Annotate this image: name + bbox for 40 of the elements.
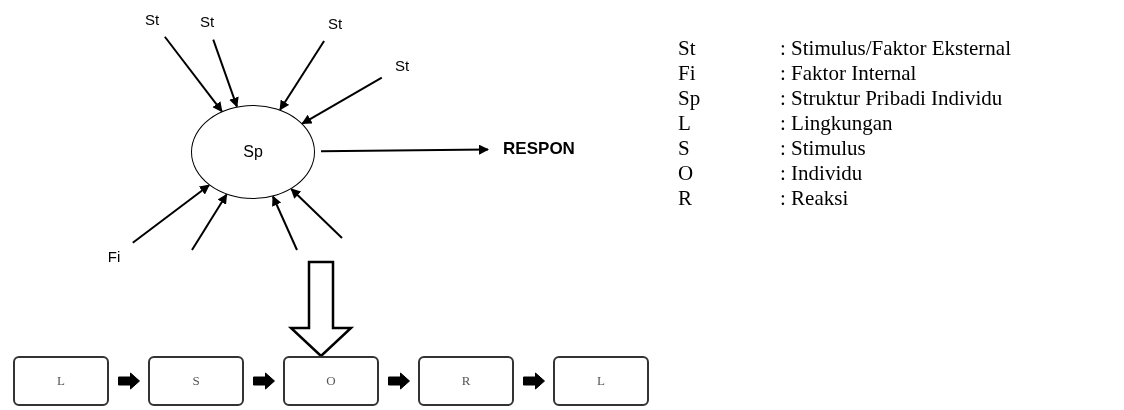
block-arrow bbox=[523, 372, 545, 390]
legend-definition: : Reaksi bbox=[780, 186, 850, 211]
arrow bbox=[163, 35, 223, 113]
input-label: Fi bbox=[100, 246, 128, 268]
output-label: RESPON bbox=[494, 136, 584, 162]
legend-term: Fi bbox=[678, 61, 697, 86]
arrow bbox=[212, 38, 239, 108]
arrow bbox=[191, 193, 228, 251]
input-label: St bbox=[137, 8, 167, 32]
arrow bbox=[272, 195, 298, 251]
process-box: S bbox=[148, 356, 244, 406]
block-arrow bbox=[118, 372, 140, 390]
arrow bbox=[290, 188, 343, 239]
legend-term: L bbox=[678, 111, 692, 136]
arrow bbox=[131, 184, 211, 244]
arrow bbox=[279, 40, 326, 111]
process-box: L bbox=[553, 356, 649, 406]
legend-term: R bbox=[678, 186, 693, 211]
block-arrow bbox=[253, 372, 275, 390]
input-label: St bbox=[320, 12, 350, 36]
process-box: R bbox=[418, 356, 514, 406]
legend-term: S bbox=[678, 136, 691, 161]
process-box: L bbox=[13, 356, 109, 406]
legend-definition: : Lingkungan bbox=[780, 111, 894, 136]
legend-term: O bbox=[678, 161, 695, 186]
block-arrow bbox=[388, 372, 410, 390]
input-label: St bbox=[192, 10, 222, 34]
hollow-arrow bbox=[287, 260, 355, 358]
legend-term: St bbox=[678, 36, 697, 61]
legend-definition: : Stimulus/Faktor Eksternal bbox=[780, 36, 1011, 61]
ellipse-node: Sp bbox=[191, 105, 315, 199]
legend-term: Sp bbox=[678, 86, 702, 111]
legend-definition: : Stimulus bbox=[780, 136, 867, 161]
legend-definition: : Individu bbox=[780, 161, 864, 186]
legend-definition: : Faktor Internal bbox=[780, 61, 918, 86]
legend-definition: : Struktur Pribadi Individu bbox=[780, 86, 1004, 111]
arrow bbox=[320, 144, 489, 155]
input-label: St bbox=[387, 54, 417, 78]
process-box: O bbox=[283, 356, 379, 406]
arrow bbox=[301, 76, 383, 125]
